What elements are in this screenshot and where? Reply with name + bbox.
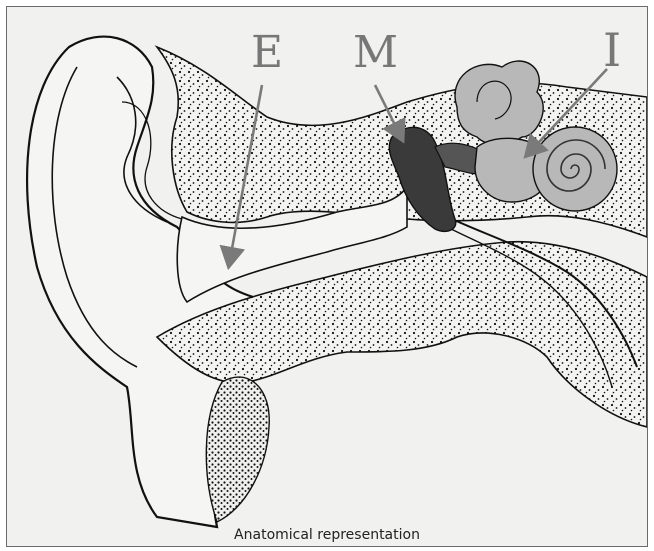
middle-ear-label: M: [353, 31, 398, 75]
semicircular-canals: [455, 61, 543, 144]
caption: Anatomical representation: [7, 527, 647, 543]
external-ear-label: E: [251, 31, 283, 75]
inner-ear-label: I: [603, 27, 621, 73]
diagram-frame: E M I Anatomical representation: [6, 6, 648, 547]
mastoid-process: [206, 377, 269, 522]
ear-anatomy-illustration: [7, 7, 647, 546]
